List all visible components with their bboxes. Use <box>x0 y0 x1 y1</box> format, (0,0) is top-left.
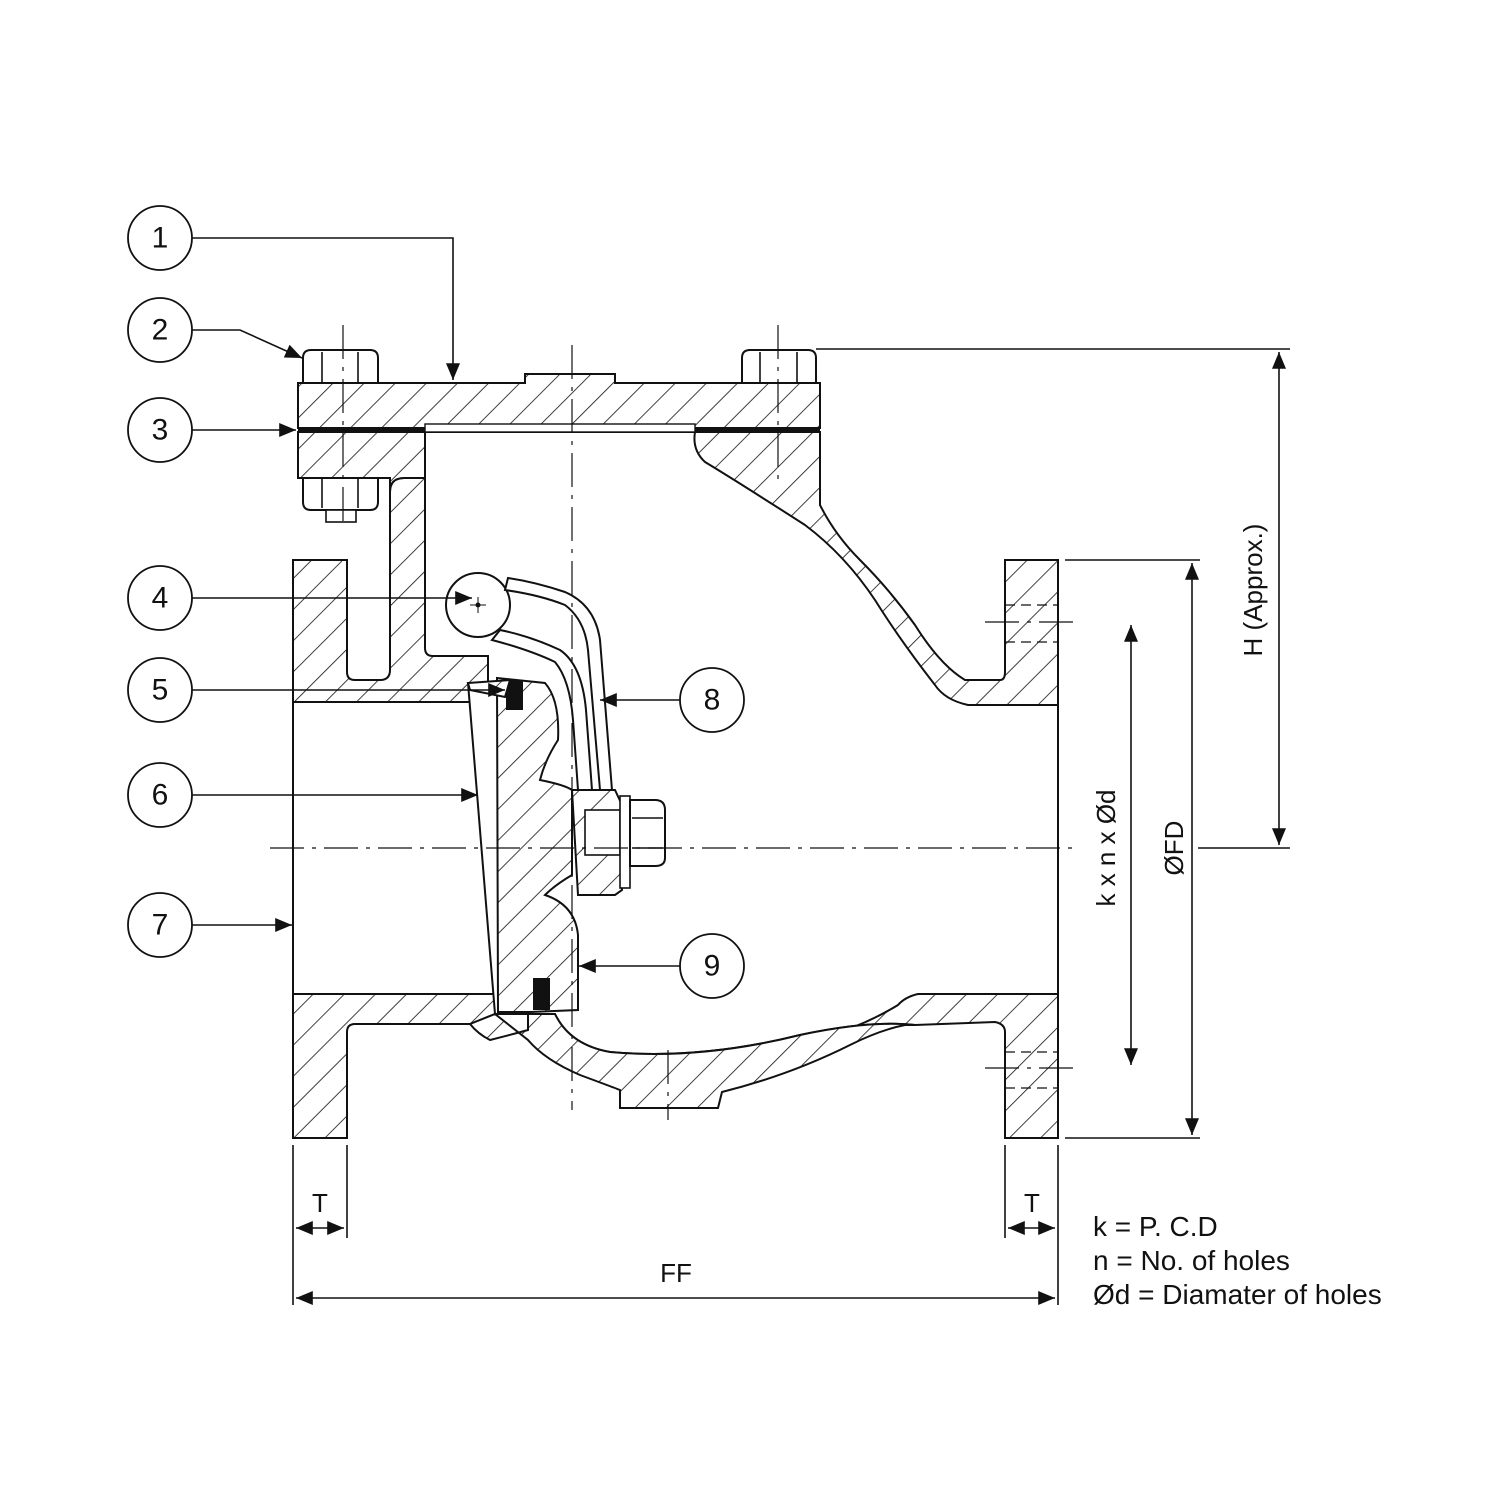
disc-nut <box>570 789 666 896</box>
valve-body <box>292 373 1059 1139</box>
dimensions: H (Approx.) ØFD k x n x Ød T T FF <box>292 348 1290 1305</box>
callout-2: 2 <box>127 297 303 363</box>
svg-text:4: 4 <box>152 582 169 615</box>
dim-height: H (Approx.) <box>1238 524 1268 657</box>
svg-text:2: 2 <box>152 314 169 347</box>
disc-body <box>495 676 579 1013</box>
seat-ring-top <box>506 680 523 710</box>
callout-8: 8 <box>600 667 745 733</box>
dim-face-to-face: FF <box>660 1258 692 1288</box>
bonnet-bolts <box>302 349 817 523</box>
legend: k = P. C.D n = No. of holes Ød = Diamate… <box>1093 1211 1382 1310</box>
callout-1: 1 <box>127 205 460 381</box>
right-flange-upper <box>693 431 1059 706</box>
callout-5: 5 <box>127 657 506 723</box>
svg-text:1: 1 <box>152 222 169 255</box>
centre-lines <box>270 325 1080 1120</box>
svg-text:7: 7 <box>152 909 169 942</box>
dim-bolt-pattern: k x n x Ød <box>1091 789 1121 906</box>
callout-9: 9 <box>579 933 745 999</box>
callout-7: 7 <box>127 892 293 958</box>
svg-text:3: 3 <box>152 414 169 447</box>
callout-3: 3 <box>127 397 297 463</box>
dim-thickness-right: T <box>1024 1188 1040 1218</box>
bottom-boss <box>468 1012 916 1109</box>
legend-line-1: k = P. C.D <box>1093 1211 1218 1242</box>
left-flange-lower <box>292 993 496 1139</box>
callout-4: 4 <box>127 565 473 631</box>
callouts: 1 2 3 4 5 6 7 <box>127 205 745 999</box>
svg-text:8: 8 <box>704 684 721 717</box>
svg-text:5: 5 <box>152 674 169 707</box>
dim-thickness-left: T <box>312 1188 328 1218</box>
hinge-pin <box>445 572 511 638</box>
svg-text:6: 6 <box>152 779 169 812</box>
seat-ring-bottom <box>533 978 550 1010</box>
nut-left <box>302 477 379 511</box>
valve-disc <box>466 676 579 1015</box>
bolt-head-left <box>302 349 379 384</box>
bolt-head-right <box>741 349 817 384</box>
legend-line-2: n = No. of holes <box>1093 1245 1290 1276</box>
svg-text:9: 9 <box>704 950 721 983</box>
callout-6: 6 <box>127 762 479 828</box>
dim-flange-diameter: ØFD <box>1159 821 1189 876</box>
legend-line-3: Ød = Diamater of holes <box>1093 1279 1382 1310</box>
